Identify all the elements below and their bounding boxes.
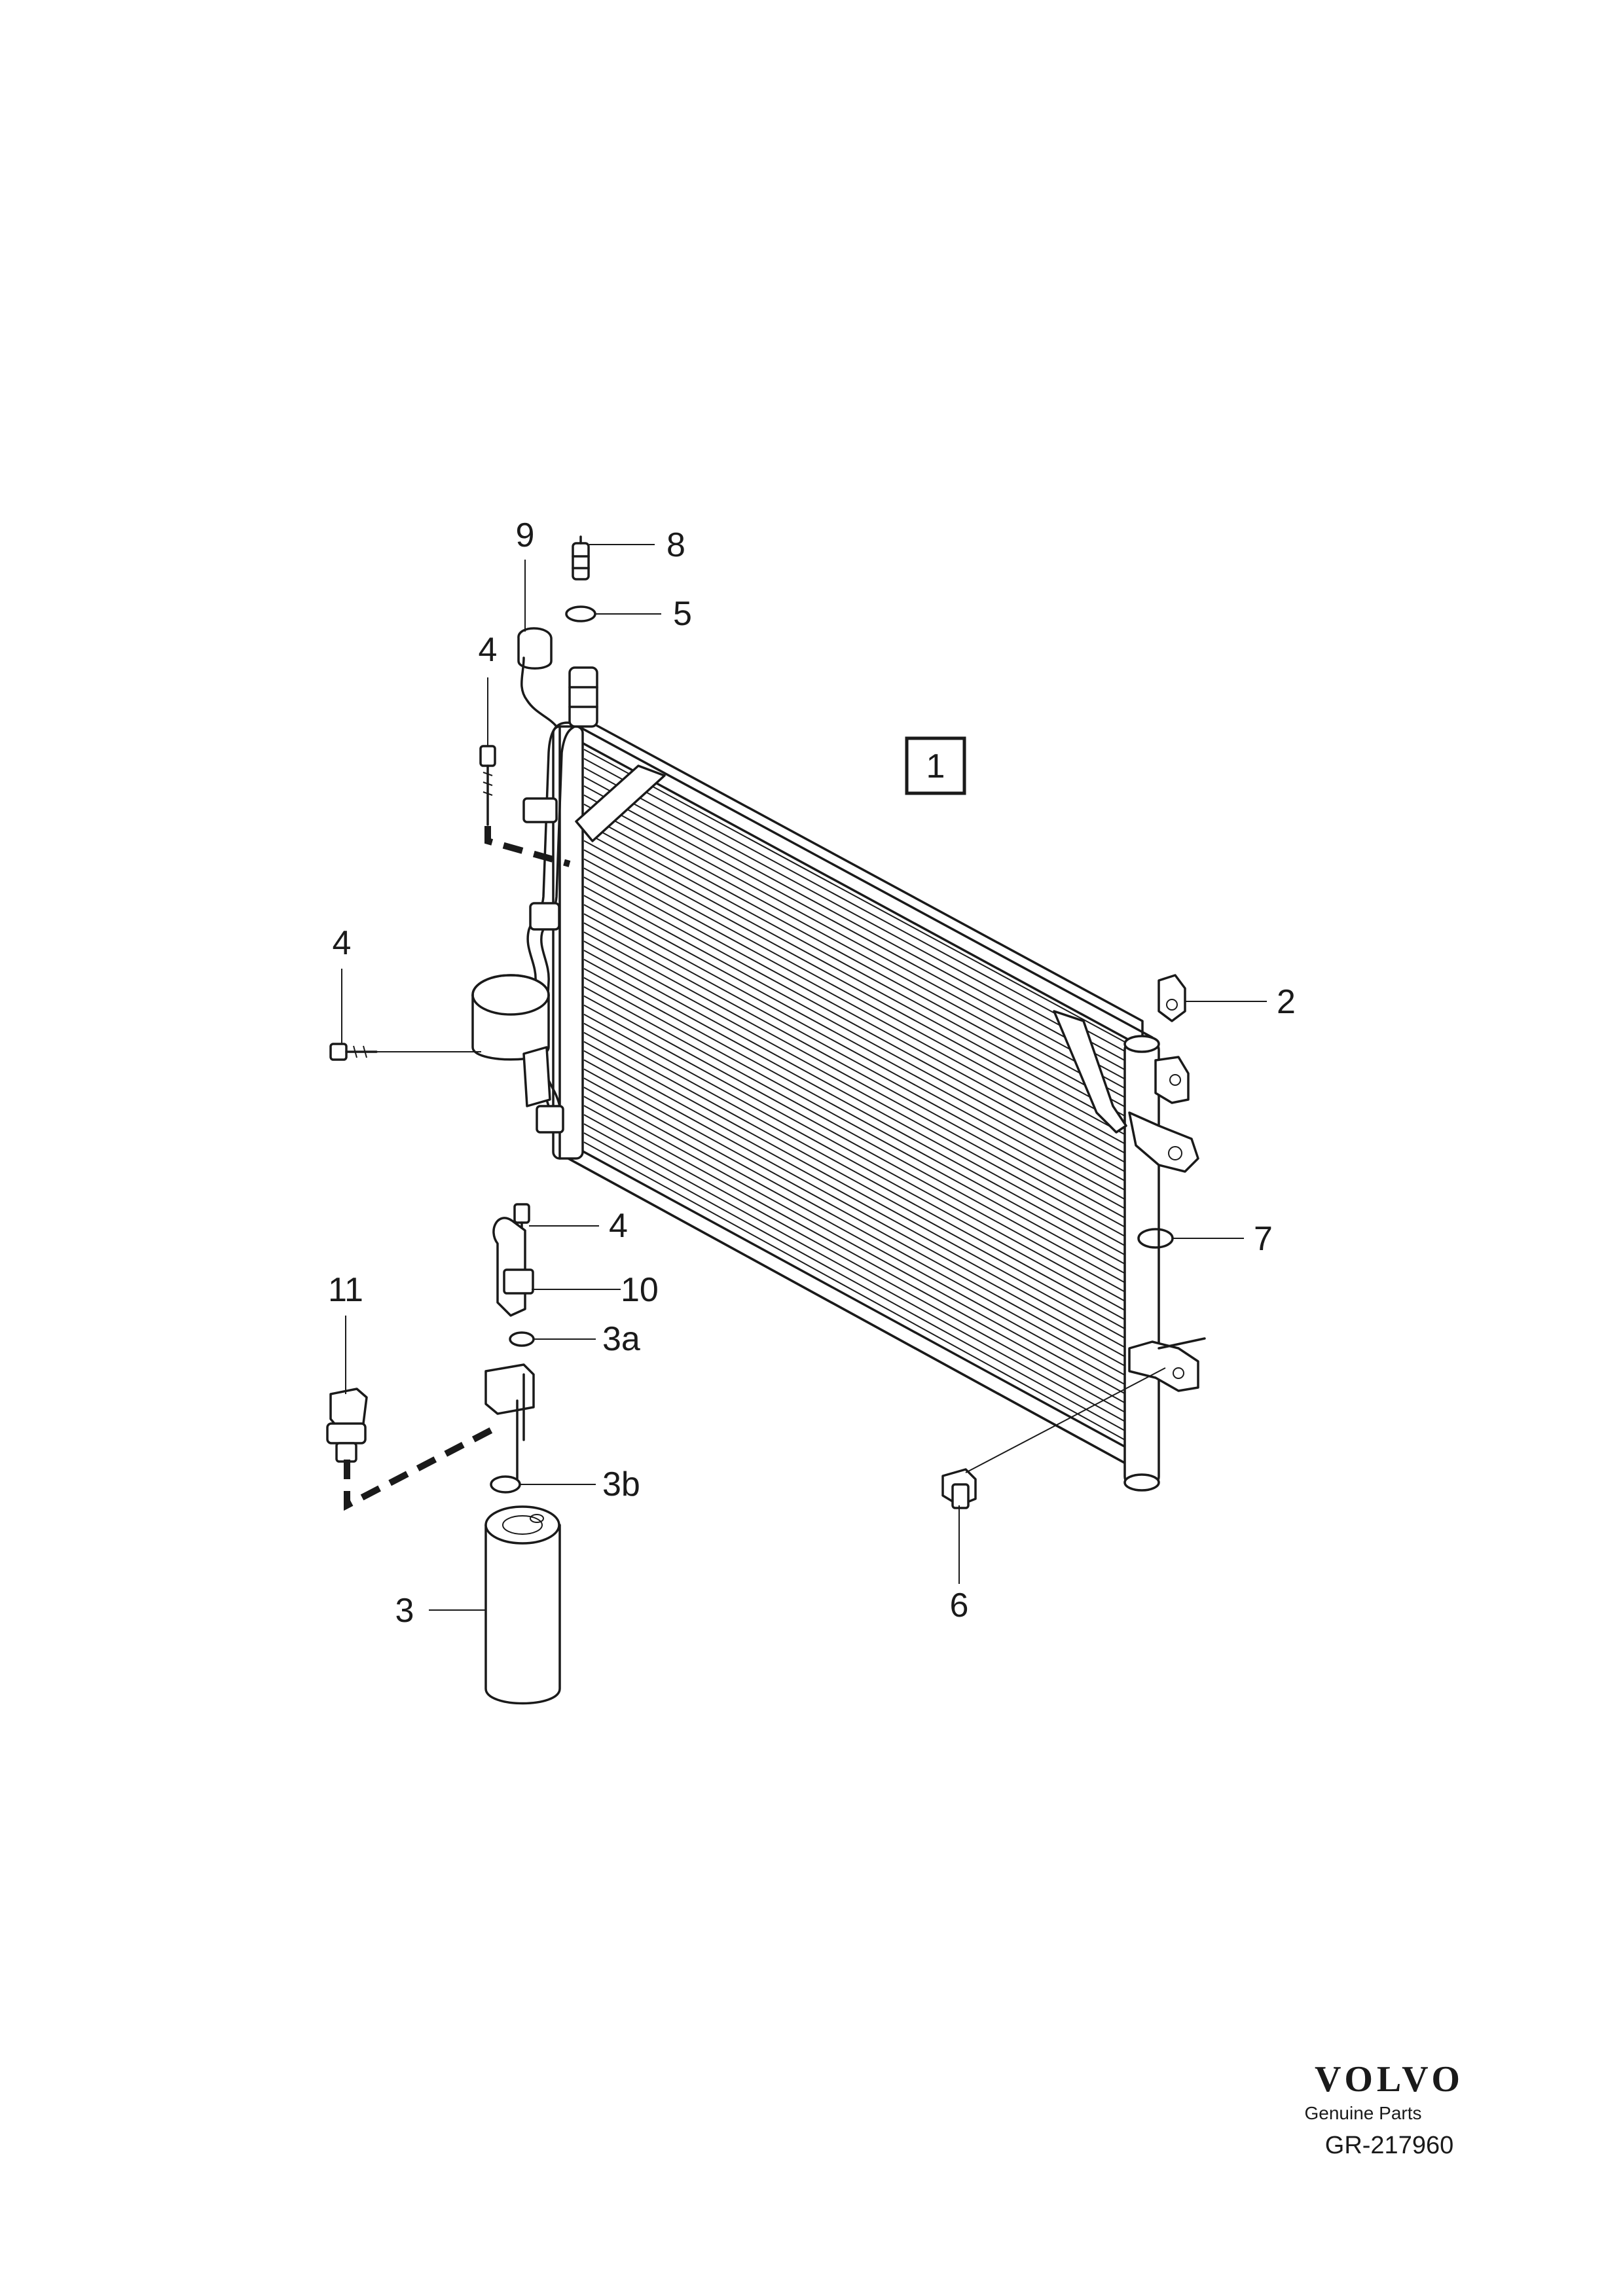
part-8-valve [572,535,590,581]
fin-line [583,821,1127,1117]
figure-code: GR-217960 [1325,2132,1453,2159]
main-assembly-number: 1 [926,747,945,785]
fin-line [583,1086,1127,1386]
fin-line [583,1123,1127,1423]
part-3-block [484,1363,535,1480]
fin-line [583,1041,1127,1340]
fin-line [583,767,1127,1062]
fin-line [583,904,1127,1201]
fin-line [583,849,1127,1145]
fin-line [583,1013,1127,1312]
fin-line [583,785,1127,1081]
callout-4-mid: 4 [333,924,352,962]
fin-line [583,794,1127,1090]
fin-line [583,1096,1127,1395]
main-assembly-label-box: 1 [905,736,966,795]
fin-line [583,1077,1127,1376]
fin-line [583,840,1127,1136]
callout-8: 8 [666,526,685,564]
fin-line [583,1031,1127,1331]
part-6-clip [941,1468,977,1509]
right-lower-bracket [1128,1337,1206,1392]
callout-5: 5 [673,595,692,633]
fin-line [583,986,1127,1284]
fin-line [583,1004,1127,1302]
part-3b-o-ring [490,1475,521,1494]
callout-3b: 3b [602,1465,640,1503]
part-10-bracket [492,1217,534,1317]
right-header-tank [1123,1035,1160,1492]
fin-line [583,812,1127,1108]
dashed-guide-upper [484,826,571,867]
right-upper-bracket [1128,1056,1199,1173]
callout-4-low: 4 [609,1207,628,1245]
condenser-core [563,722,1154,1474]
fin-line [583,1050,1127,1349]
part-4-mid-bolt [329,1043,378,1061]
fin-line [583,977,1127,1275]
condenser-fins [583,749,1127,1441]
fin-line [583,776,1127,1071]
volvo-logo: VOLVO [1315,2059,1464,2100]
fin-line [583,931,1127,1229]
genuine-parts-tagline: Genuine Parts [1305,2103,1422,2123]
fin-line [583,995,1127,1293]
left-tank-clips [522,797,564,1134]
callouts: 9 8 5 4 4 4 10 3a 3b 3 11 6 7 2 [328,516,1296,1630]
part-9-cap [517,627,558,728]
part-5-o-ring [565,605,596,622]
fin-line [583,959,1127,1257]
callout-6: 6 [950,1587,969,1624]
callout-9: 9 [516,516,535,554]
fin-line [583,803,1127,1099]
fin-line [583,913,1127,1210]
fin-line [583,941,1127,1238]
leader-lines [341,544,1267,1611]
part-4-top-bolt [479,745,496,826]
fin-line [583,867,1127,1164]
fin-line [583,1114,1127,1414]
fin-line [583,950,1127,1247]
fin-line [583,749,1127,1043]
fin-line [583,858,1127,1155]
part-2-clip [1158,974,1186,1022]
part-3a-o-ring [509,1331,535,1347]
dashed-guide-lower [344,1424,500,1511]
part-11-pressure-switch [326,1388,368,1463]
callout-4-top: 4 [479,631,498,669]
fin-line [583,1068,1127,1367]
callout-3: 3 [395,1592,414,1630]
part-3-receiver-dryer [484,1505,561,1705]
core-straps [575,764,1127,1134]
callout-11: 11 [328,1271,363,1309]
top-fitting [568,666,598,728]
fin-line [583,758,1127,1052]
callout-10: 10 [621,1271,659,1309]
fin-line [583,1141,1127,1441]
fin-line [583,968,1127,1266]
fin-line [583,886,1127,1182]
callout-3a: 3a [602,1320,640,1358]
fin-line [583,876,1127,1173]
left-receiver-cup [471,974,551,1107]
fin-line [583,1022,1127,1321]
fin-line [583,922,1127,1219]
brand-block: VOLVO Genuine Parts GR-217960 [1305,2059,1464,2159]
fin-line [583,1105,1127,1405]
fin-line [583,831,1127,1127]
callout-7: 7 [1254,1220,1273,1258]
fin-line [583,1132,1127,1432]
fin-line [583,1059,1127,1358]
left-header-tank [552,725,584,1160]
fin-line [583,895,1127,1192]
callout-2: 2 [1277,983,1296,1021]
